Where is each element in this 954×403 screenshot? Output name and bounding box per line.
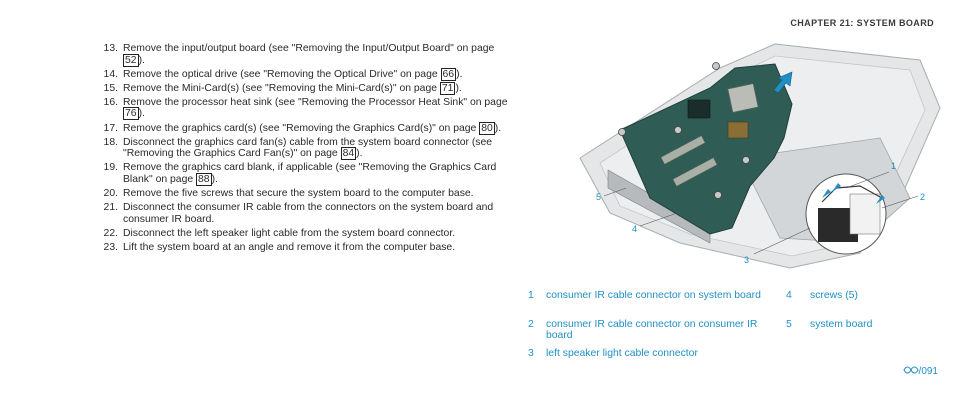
page-link[interactable]: 84 [340,147,357,161]
callout-number: 2 [528,319,534,330]
step-item: 20. Remove the five screws that secure th… [100,188,512,200]
step-text-end: ). [211,173,218,185]
chapter-heading: CHAPTER 21: SYSTEM BOARD [790,18,934,28]
blue-arrow-icon [832,183,841,192]
screw [714,191,722,199]
page-link[interactable]: 52 [123,53,139,67]
step-text: Remove the processor heat sink (see "Rem… [123,96,508,108]
callout-number: 5 [786,319,792,330]
step-item: 22. Disconnect the left speaker light cab… [100,228,512,240]
screw [618,128,626,136]
step-number: 13. [103,43,118,54]
page-link[interactable]: 71 [439,81,456,95]
board-chip [687,99,711,119]
leader-line-3 [753,227,811,255]
step-item: 16. Remove the processor heat sink (see "… [100,96,512,121]
figure-label-3: 3 [744,255,749,265]
screw [674,126,682,134]
screw [712,62,720,70]
callout-text: consumer IR cable connector on system bo… [546,290,761,301]
system-board-illustration: 1 2 3 4 5 [560,38,950,270]
page-link[interactable]: 80 [479,121,495,135]
step-text-end: ). [356,148,363,160]
step-item: 23. Lift the system board at an angle and… [100,242,512,254]
callout-text: left speaker light cable connector [546,348,698,359]
page-link[interactable]: 66 [440,67,457,81]
blue-arrow-icon [876,195,885,204]
callout-text: screws (5) [810,290,858,301]
step-number: 21. [103,202,118,214]
system-board-drawing: 1 2 3 4 5 [579,43,941,269]
page-slash: / [918,366,922,377]
figure-label-4: 4 [632,224,637,234]
step-text-end: ). [455,82,462,94]
figure-label-5: 5 [596,192,601,202]
callout-number: 1 [528,290,534,301]
step-item: 21. Disconnect the consumer IR cable from… [100,202,512,225]
step-text: Disconnect the consumer IR cable from th… [123,202,494,225]
leader-line-5 [603,187,627,197]
step-number: 23. [103,241,118,253]
step-text: Remove the input/output board (see "Remo… [123,43,495,54]
callout-text: system board [810,319,873,330]
page-number-value: 091 [921,366,938,377]
board-slot [660,135,706,165]
step-number: 17. [103,122,118,134]
step-text: Remove the Mini-Card(s) (see "Removing t… [123,82,440,94]
board-socket [727,121,749,139]
board-slot [672,157,718,187]
step-item: 15. Remove the Mini-Card(s) (see "Removin… [100,81,512,95]
step-number: 20. [103,188,118,200]
leader-line-2 [881,195,919,209]
step-text-end: ). [138,108,145,120]
callout-number: 3 [528,348,534,359]
step-text: Remove the graphics card blank, if appli… [123,162,497,185]
step-text-end: ). [138,54,145,66]
step-number: 22. [103,227,118,239]
step-text-end: ). [456,68,463,80]
leader-line-1 [845,171,890,189]
step-number: 18. [103,136,118,148]
page-link[interactable]: 76 [123,107,139,121]
callout-text: consumer IR cable connector on consumer … [546,319,758,341]
step-item: 13. Remove the input/output board (see "R… [100,43,512,67]
step-number: 14. [103,68,118,80]
step-text: Disconnect the graphics card fan(s) cabl… [123,136,493,160]
step-text-end: ). [494,122,502,134]
page-link[interactable]: 88 [196,172,212,186]
detail-board [849,193,881,235]
step-item: 14. Remove the optical drive (see "Removi… [100,67,512,81]
step-number: 15. [103,82,118,94]
step-text: Lift the system board at an angle and re… [123,241,456,253]
step-number: 19. [103,162,118,174]
lift-arrow-icon [773,71,793,94]
board-chip [727,83,759,113]
step-text: Disconnect the left speaker light cable … [123,227,456,239]
figure-label-2: 2 [920,192,925,202]
step-item: 19. Remove the graphics card blank, if ap… [100,162,512,186]
screw [742,156,750,164]
step-text: Remove the optical drive (see "Removing … [123,68,441,80]
procedure-steps: 13. Remove the input/output board (see "R… [100,43,512,256]
step-item: 18. Disconnect the graphics card fan(s) c… [100,136,512,161]
figure-label-1: 1 [891,161,896,171]
step-text: Remove the graphics card(s) (see "Removi… [123,122,480,134]
callout-number: 4 [786,290,792,301]
step-number: 16. [103,96,118,108]
step-text: Remove the five screws that secure the s… [123,188,474,200]
page-number: /091 [902,366,938,377]
step-item: 17. Remove the graphics card(s) (see "Rem… [100,121,512,135]
alienware-logo-icon [902,366,919,377]
blue-arrow-icon [822,189,831,198]
leader-line-4 [639,211,681,227]
